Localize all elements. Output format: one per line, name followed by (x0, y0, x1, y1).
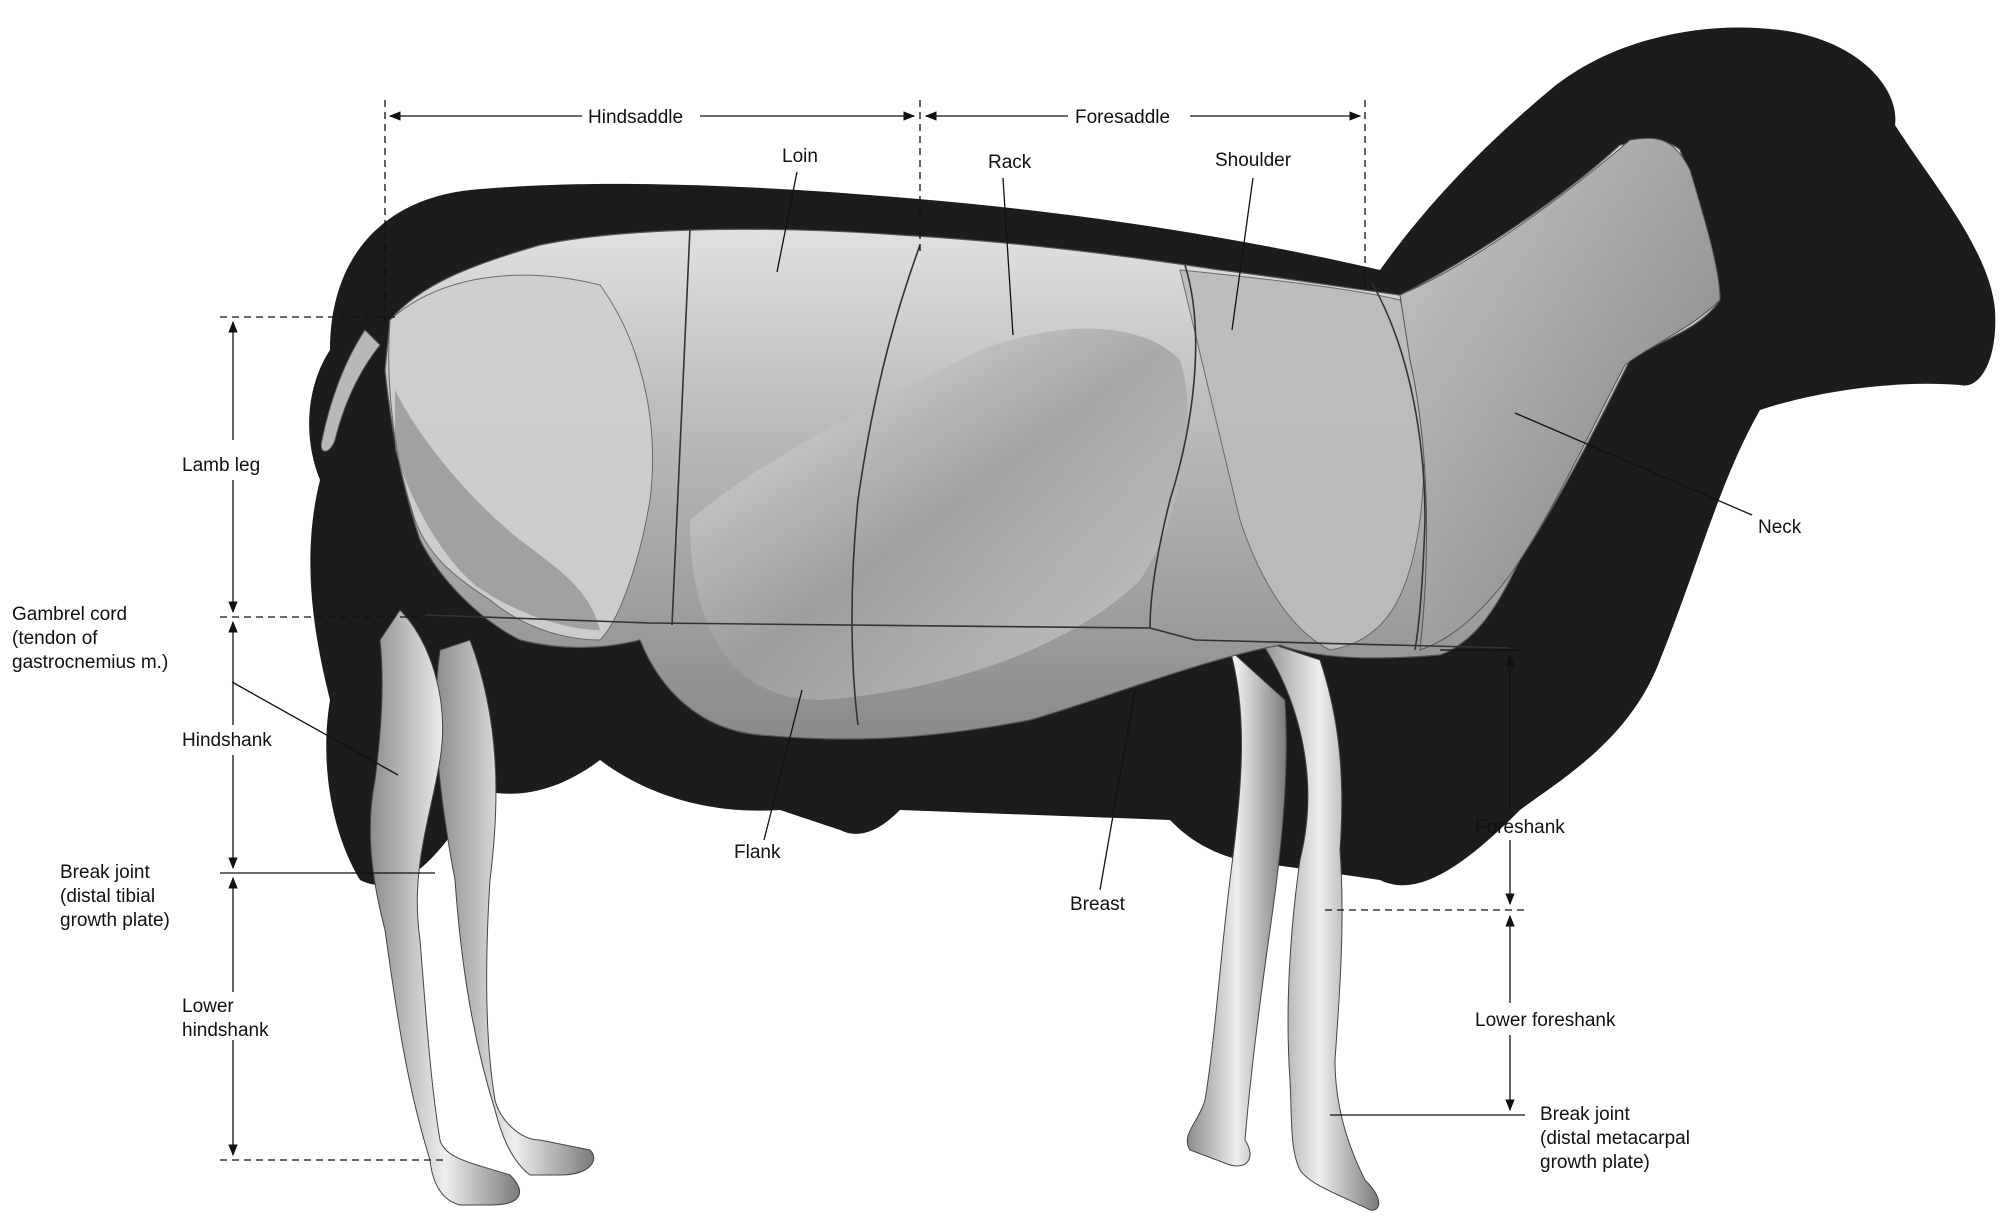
label-gambrel-cord: Gambrel cord (tendon of gastrocnemius m.… (12, 604, 168, 673)
label-flank: Flank (734, 842, 781, 863)
label-loin: Loin (782, 146, 818, 167)
gambrel-cord-line-1: Gambrel cord (12, 604, 127, 625)
label-lower-foreshank: Lower foreshank (1475, 1010, 1616, 1031)
label-foreshank: Foreshank (1475, 817, 1565, 838)
label-lower-hindshank: Lower hindshank (182, 996, 269, 1041)
label-hindshank: Hindshank (182, 730, 272, 751)
label-break-joint-hind: Break joint (distal tibial growth plate) (60, 862, 170, 931)
lower-hindshank-line-1: Lower (182, 996, 234, 1017)
break-joint-hind-line-1: Break joint (60, 862, 150, 883)
lower-hindshank-line-2: hindshank (182, 1020, 269, 1041)
label-rack: Rack (988, 152, 1032, 173)
break-joint-fore-line-2: (distal metacarpal (1540, 1128, 1690, 1149)
label-break-joint-fore: Break joint (distal metacarpal growth pl… (1540, 1104, 1695, 1173)
break-joint-hind-line-2: (distal tibial (60, 886, 155, 907)
label-breast: Breast (1070, 894, 1126, 915)
break-joint-fore-line-1: Break joint (1540, 1104, 1630, 1125)
break-joint-fore-line-3: growth plate) (1540, 1152, 1650, 1173)
label-neck: Neck (1758, 517, 1802, 538)
break-joint-hind-line-3: growth plate) (60, 910, 170, 931)
gambrel-cord-line-2: (tendon of (12, 628, 98, 649)
label-hindsaddle: Hindsaddle (588, 107, 683, 128)
label-shoulder: Shoulder (1215, 150, 1292, 171)
gambrel-cord-line-3: gastrocnemius m.) (12, 652, 168, 673)
label-foresaddle: Foresaddle (1075, 107, 1170, 128)
label-lamb-leg: Lamb leg (182, 455, 260, 476)
